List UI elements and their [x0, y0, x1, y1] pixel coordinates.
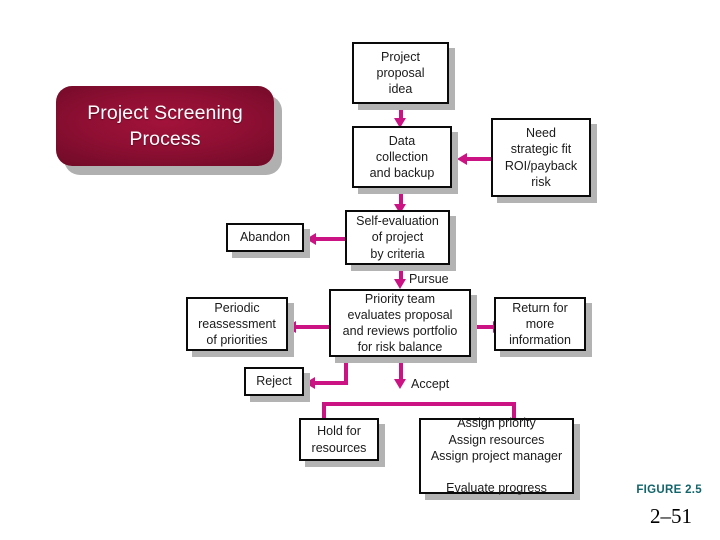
arrowhead-selfeval-to-priority	[394, 279, 406, 289]
node-label: Return for more information	[509, 300, 571, 348]
connector-proposal-to-data	[398, 104, 403, 120]
edge-label-pursue: Pursue	[409, 272, 449, 286]
node-periodic-reassessment[interactable]: Periodic reassessment of priorities	[186, 297, 288, 351]
node-return-for-information[interactable]: Return for more information	[494, 297, 586, 351]
node-label: Abandon	[239, 230, 291, 245]
arrowhead-priority-to-reject	[305, 376, 315, 389]
node-priority-team[interactable]: Priority team evaluates proposal and rev…	[329, 289, 471, 357]
connector-accept-to-hold	[322, 402, 326, 420]
node-label: Need strategic fit ROI/payback risk	[504, 126, 578, 189]
node-abandon[interactable]: Abandon	[226, 223, 304, 252]
connector-accept-to-assign	[512, 402, 516, 420]
connector-selfeval-to-priority	[398, 265, 403, 281]
node-label: Self-evaluation of project by criteria	[356, 214, 439, 261]
node-data-collection[interactable]: Data collection and backup	[352, 126, 452, 188]
node-self-evaluation[interactable]: Self-evaluation of project by criteria	[345, 210, 450, 265]
node-label: Priority team evaluates proposal and rev…	[342, 291, 458, 355]
connector-priority-to-accept	[398, 357, 403, 381]
arrowhead-need-to-data	[457, 152, 467, 165]
node-project-proposal-idea[interactable]: Project proposal idea	[352, 42, 449, 104]
edge-label-accept: Accept	[411, 377, 450, 391]
connector-priority-to-reject-run	[315, 381, 348, 385]
node-need-strategic-fit[interactable]: Need strategic fit ROI/payback risk	[491, 118, 591, 197]
node-label: Assign priority Assign resources Assign …	[430, 416, 563, 496]
arrowhead-data-to-selfeval	[394, 204, 406, 214]
connector-priority-to-reject-stem	[344, 357, 348, 385]
arrowhead-proposal-to-data	[394, 118, 406, 128]
node-label: Periodic reassessment of priorities	[198, 300, 276, 348]
node-label: Reject	[256, 374, 292, 389]
node-label: Data collection and backup	[369, 133, 435, 181]
connector-selfeval-to-abandon	[316, 237, 345, 241]
page-number: 2–51	[650, 504, 692, 528]
connector-periodic-to-priority	[295, 325, 331, 329]
arrowhead-selfeval-to-abandon	[306, 232, 316, 245]
figure-caption: FIGURE 2.5	[636, 484, 702, 496]
node-reject[interactable]: Reject	[244, 367, 304, 396]
node-label: Project proposal idea	[376, 49, 425, 97]
connector-accept-bus	[322, 402, 516, 406]
node-label: Hold for resources	[311, 424, 367, 455]
node-assign-priority[interactable]: Assign priority Assign resources Assign …	[419, 416, 574, 496]
title-plaque: Project Screening Process	[56, 86, 274, 166]
arrowhead-priority-to-periodic	[286, 320, 296, 333]
connector-priority-to-return	[470, 325, 495, 329]
arrowhead-priority-to-accept	[394, 379, 406, 389]
page-title: Project Screening Process	[87, 101, 243, 150]
connector-need-to-data	[467, 157, 492, 161]
connector-data-to-selfeval	[398, 188, 403, 206]
node-hold-for-resources[interactable]: Hold for resources	[299, 418, 379, 461]
